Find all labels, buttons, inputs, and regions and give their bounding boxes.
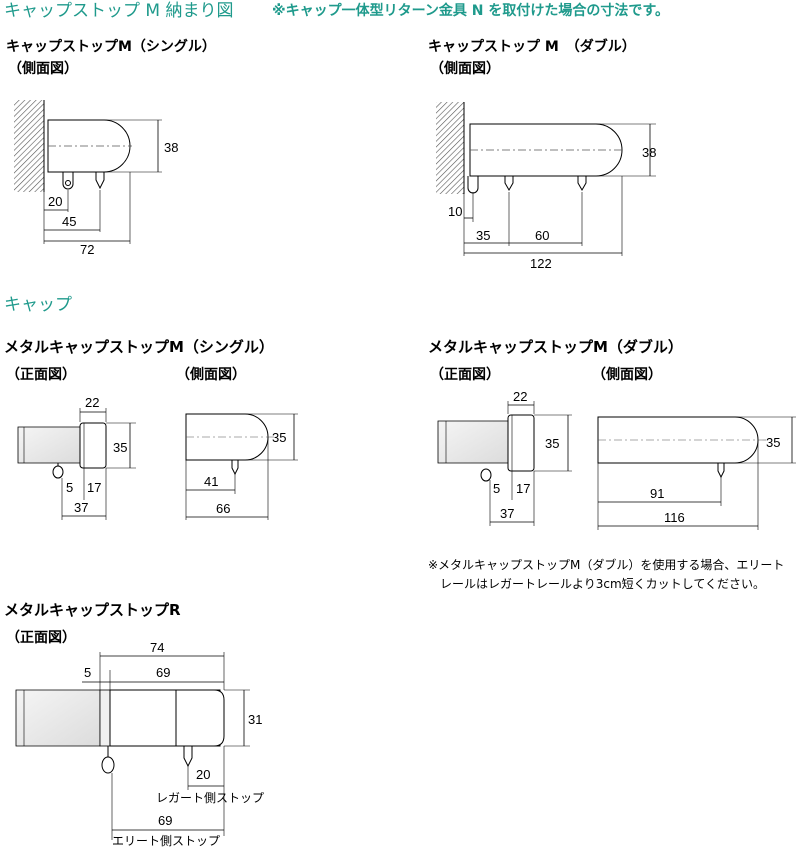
page-title: キャップストップ M 納まり図 bbox=[4, 1, 234, 21]
stop-pin-1 bbox=[504, 176, 514, 192]
metal-double-title: メタルキャップストップM（ダブル） bbox=[428, 338, 683, 356]
metal-double-front-total-label: 37 bbox=[500, 506, 514, 521]
rail-section bbox=[437, 420, 509, 464]
metal-r-offset-label: 5 bbox=[84, 665, 91, 680]
metal-double-side-diagram: 35 91 116 bbox=[597, 416, 796, 530]
metal-double-note-line1: ※メタルキャップストップM（ダブル）を使用する場合、エリート bbox=[428, 558, 785, 572]
section-cap-title: キャップ bbox=[4, 295, 72, 315]
metal-single-front-total-label: 37 bbox=[74, 500, 88, 515]
metal-double-front-a-label: 5 bbox=[493, 481, 500, 496]
metal-single-side-height-label: 35 bbox=[272, 430, 286, 445]
metal-double-front-view: （正面図） bbox=[430, 367, 500, 383]
metal-single-front-diagram: 22 35 5 17 37 bbox=[17, 395, 136, 520]
m-double-height-label: 38 bbox=[642, 145, 656, 160]
m-double-side-diagram: 38 10 35 60 122 bbox=[436, 102, 656, 271]
metal-cap bbox=[79, 422, 107, 469]
m-double-d1-label: 10 bbox=[448, 204, 462, 219]
runner-ring bbox=[52, 465, 64, 479]
metal-double-note-line2: レールはレガートレールより3cm短くカットしてください。 bbox=[440, 577, 765, 591]
stop-pin bbox=[183, 746, 193, 768]
metal-double-side-total-label: 116 bbox=[664, 510, 685, 525]
metal-r-height-label: 31 bbox=[248, 712, 262, 727]
stop-pin-2 bbox=[577, 176, 587, 192]
wall-hatch bbox=[14, 100, 44, 192]
metal-r-elite-label: 69 bbox=[158, 813, 172, 828]
metal-single-front-height-label: 35 bbox=[113, 440, 127, 455]
metal-single-front-a-label: 5 bbox=[66, 480, 73, 495]
runner-ring bbox=[101, 756, 115, 774]
m-single-view: （側面図） bbox=[8, 61, 78, 77]
m-single-height-label: 38 bbox=[164, 140, 178, 155]
m-double-view: （側面図） bbox=[430, 61, 500, 77]
elite-stop-label: エリート側ストップ bbox=[112, 834, 221, 848]
metal-r-legato-label: 20 bbox=[196, 767, 210, 782]
metal-single-front-view: （正面図） bbox=[6, 367, 76, 383]
metal-r-base bbox=[99, 689, 111, 747]
metal-single-side-total-label: 66 bbox=[216, 501, 230, 516]
metal-double-side-d1-label: 91 bbox=[650, 486, 664, 501]
metal-r-top-inner-label: 69 bbox=[156, 665, 170, 680]
metal-double-front-width-label: 22 bbox=[513, 389, 527, 404]
metal-r-title: メタルキャップストップR bbox=[4, 601, 181, 619]
cap-body bbox=[47, 119, 131, 173]
metal-single-side-view: （側面図） bbox=[176, 367, 246, 383]
m-single-side-diagram: 38 20 45 72 bbox=[14, 100, 178, 257]
rail-section bbox=[15, 689, 101, 747]
metal-single-front-b-label: 17 bbox=[87, 480, 101, 495]
rail-section bbox=[17, 426, 81, 464]
runner-hook bbox=[467, 176, 479, 194]
metal-double-front-diagram: 22 35 5 17 37 bbox=[437, 389, 572, 526]
m-double-d2-label: 35 bbox=[476, 228, 490, 243]
m-single-total-label: 72 bbox=[80, 242, 94, 257]
metal-r-front-view: （正面図） bbox=[6, 630, 76, 646]
metal-double-front-b-label: 17 bbox=[516, 481, 530, 496]
metal-single-front-width-label: 22 bbox=[85, 395, 99, 410]
stop-pin bbox=[717, 463, 725, 479]
stop-pin bbox=[231, 460, 239, 476]
metal-r-cap bbox=[175, 689, 225, 747]
runner-ring bbox=[480, 468, 492, 482]
m-single-d2-label: 45 bbox=[62, 214, 76, 229]
stop-pin bbox=[95, 172, 105, 190]
m-double-total-label: 122 bbox=[530, 256, 552, 271]
metal-double-side-view: （側面図） bbox=[592, 367, 662, 383]
wall-hatch bbox=[436, 102, 464, 194]
m-single-title: キャップストップM（シングル） bbox=[6, 39, 216, 55]
m-single-d1-label: 20 bbox=[48, 194, 62, 209]
metal-single-side-diagram: 35 41 66 bbox=[185, 413, 298, 520]
metal-double-side-height-label: 35 bbox=[766, 435, 780, 450]
header-note: ※キャップ一体型リターン金具 N を取付けた場合の寸法です。 bbox=[272, 3, 669, 19]
metal-r-front-diagram: 74 5 69 31 20 69 bbox=[15, 640, 262, 840]
metal-double-front-height-label: 35 bbox=[545, 436, 559, 451]
metal-cap bbox=[507, 414, 535, 472]
m-double-title: キャップストップ M （ダブル） bbox=[428, 39, 636, 55]
metal-single-side-d1-label: 41 bbox=[204, 474, 218, 489]
runner-hook bbox=[62, 172, 74, 190]
metal-r-top-total-label: 74 bbox=[150, 640, 164, 655]
metal-single-title: メタルキャップストップM（シングル） bbox=[4, 338, 274, 356]
legato-stop-label: レガート側ストップ bbox=[156, 791, 265, 805]
m-double-d3-label: 60 bbox=[535, 228, 549, 243]
